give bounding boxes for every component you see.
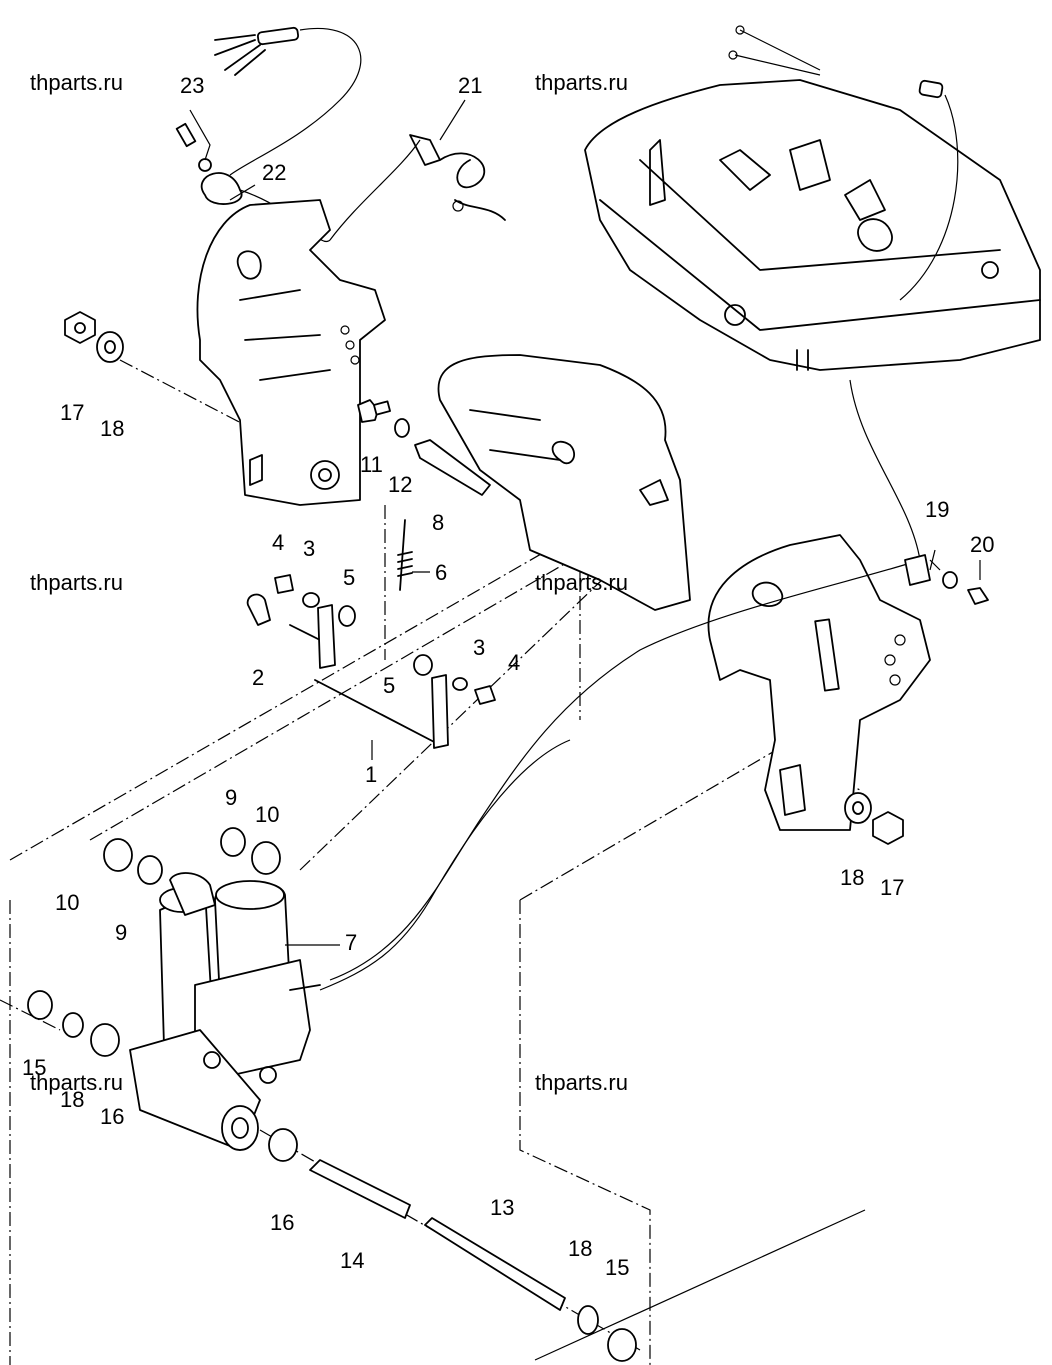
callout-number: 21 [458, 73, 482, 98]
right-clamp-bracket [707, 534, 931, 831]
left-swivel-bracket [196, 199, 386, 506]
callout-number: 15 [605, 1255, 629, 1280]
watermark: thparts.ru [535, 570, 628, 595]
callout-number: 16 [270, 1210, 294, 1235]
callout-number: 18 [100, 416, 124, 441]
watermark: thparts.ru [30, 1070, 123, 1095]
watermark: thparts.ru [30, 570, 123, 595]
callout-number: 13 [490, 1195, 514, 1220]
callout-number: 22 [262, 160, 286, 185]
callout-numbers: 1 2 3 3 4 4 5 5 6 7 8 9 9 10 10 11 12 13… [22, 73, 994, 1280]
callout-number: 19 [925, 497, 949, 522]
callout-number: 20 [970, 532, 994, 557]
motor-cable [319, 379, 921, 991]
callout-number: 17 [60, 400, 84, 425]
callout-number: 15 [22, 1055, 46, 1080]
callout-number: 23 [180, 73, 204, 98]
callout-number: 5 [383, 673, 395, 698]
watermark: thparts.ru [535, 70, 628, 95]
callout-number: 6 [435, 560, 447, 585]
tilt-pump-assembly [129, 872, 321, 1151]
callout-number: 2 [252, 665, 264, 690]
callout-number: 17 [880, 875, 904, 900]
watermark: thparts.ru [535, 1070, 628, 1095]
callout-number: 4 [508, 650, 520, 675]
watermarks: thparts.ru thparts.ru thparts.ru thparts… [30, 70, 628, 1095]
callout-number: 1 [365, 762, 377, 787]
callout-number: 3 [473, 635, 485, 660]
center-clamp-bracket [437, 354, 691, 611]
watermark: thparts.ru [30, 70, 123, 95]
cowling-frame [584, 25, 1041, 371]
callout-number: 10 [55, 890, 79, 915]
hardware-parts [27, 311, 989, 1162]
callout-number: 9 [115, 920, 127, 945]
callout-number: 3 [303, 536, 315, 561]
callout-number: 14 [340, 1248, 364, 1273]
callout-number: 18 [568, 1236, 592, 1261]
callout-number: 16 [100, 1104, 124, 1129]
shafts [309, 1159, 637, 1362]
callout-number: 8 [432, 510, 444, 535]
callout-number: 7 [345, 930, 357, 955]
leader-lines [189, 99, 981, 1361]
wire-harness-top [175, 26, 506, 243]
callout-number: 12 [388, 472, 412, 497]
callout-number: 18 [840, 865, 864, 890]
callout-number: 11 [360, 452, 383, 477]
callout-number: 10 [255, 802, 279, 827]
callout-number: 4 [272, 530, 284, 555]
callout-number: 5 [343, 565, 355, 590]
callout-number: 9 [225, 785, 237, 810]
callout-number: 18 [60, 1087, 84, 1112]
